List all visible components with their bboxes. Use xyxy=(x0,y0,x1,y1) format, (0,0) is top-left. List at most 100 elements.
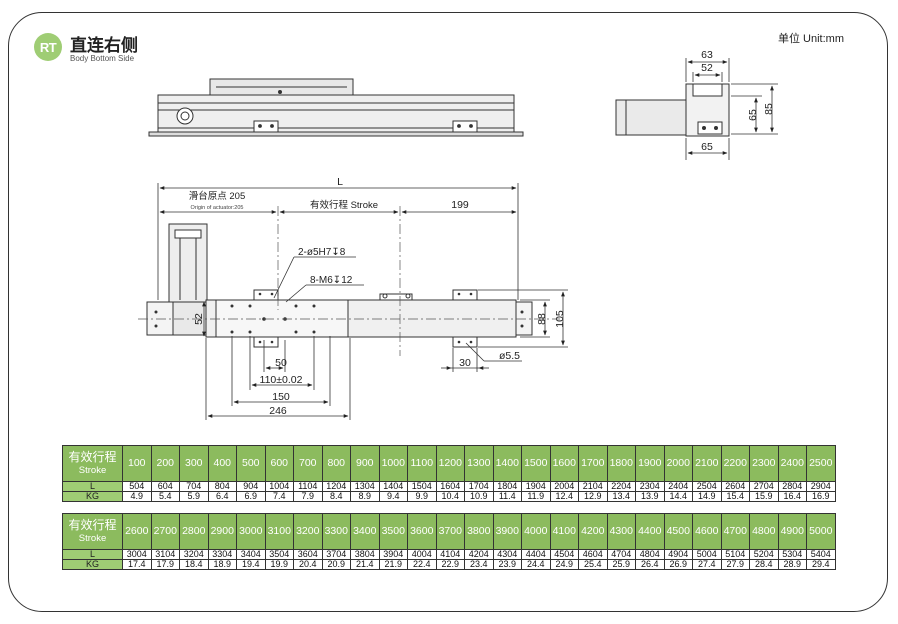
length-cell: 5004 xyxy=(692,549,722,560)
weight-cell: 16.4 xyxy=(777,491,807,502)
stroke-cell: 1900 xyxy=(635,445,665,482)
weight-cell: 26.4 xyxy=(635,559,665,570)
dim-105: 105 xyxy=(554,310,566,328)
length-cell: 3204 xyxy=(179,549,209,560)
stroke-cell: 3500 xyxy=(378,513,408,550)
stroke-cell: 300 xyxy=(179,445,209,482)
weight-cell: 18.9 xyxy=(207,559,237,570)
hole-spec-1: 2-ø5H7↧8 xyxy=(298,247,346,258)
weight-cell: 8.4 xyxy=(321,491,351,502)
weight-cell: 28.9 xyxy=(777,559,807,570)
stroke-cell: 400 xyxy=(207,445,237,482)
stroke-cell: 2200 xyxy=(720,445,750,482)
length-cell: 4704 xyxy=(606,549,636,560)
length-cell: 4804 xyxy=(635,549,665,560)
length-cell: 4204 xyxy=(464,549,494,560)
row-label-weight: KG xyxy=(62,491,123,502)
length-cell: 1804 xyxy=(492,481,522,492)
weight-cell: 15.4 xyxy=(720,491,750,502)
unit-note: 单位 Unit:mm xyxy=(778,33,844,45)
length-cell: 1904 xyxy=(521,481,551,492)
weight-cell: 8.9 xyxy=(350,491,380,502)
length-cell: 3104 xyxy=(150,549,180,560)
weight-cell: 26.9 xyxy=(663,559,693,570)
stroke-cell: 2400 xyxy=(777,445,807,482)
weight-cell: 22.4 xyxy=(407,559,437,570)
length-cell: 1604 xyxy=(435,481,465,492)
length-cell: 1504 xyxy=(407,481,437,492)
weight-cell: 27.9 xyxy=(720,559,750,570)
weight-cell: 29.4 xyxy=(806,559,836,570)
dim-52-top: 52 xyxy=(701,62,713,74)
length-cell: 4404 xyxy=(521,549,551,560)
length-cell: 704 xyxy=(179,481,209,492)
length-cell: 2704 xyxy=(749,481,779,492)
length-cell: 904 xyxy=(236,481,266,492)
length-cell: 2604 xyxy=(720,481,750,492)
stroke-cell: 4200 xyxy=(578,513,608,550)
length-cell: 4304 xyxy=(492,549,522,560)
stroke-cell: 900 xyxy=(350,445,380,482)
length-cell: 4904 xyxy=(663,549,693,560)
plan-view-dims xyxy=(157,183,568,420)
stroke-cell: 4900 xyxy=(777,513,807,550)
end-view xyxy=(615,83,730,137)
length-cell: 604 xyxy=(150,481,180,492)
stroke-label: 有效行程 Stroke xyxy=(310,199,378,211)
stroke-cell: 1000 xyxy=(378,445,408,482)
weight-cell: 10.4 xyxy=(435,491,465,502)
stroke-cell: 4100 xyxy=(549,513,579,550)
row-label-weight: KG xyxy=(62,559,123,570)
length-cell: 3304 xyxy=(207,549,237,560)
length-cell: 3804 xyxy=(350,549,380,560)
weight-cell: 19.4 xyxy=(236,559,266,570)
weight-cell: 17.9 xyxy=(150,559,180,570)
length-cell: 2204 xyxy=(606,481,636,492)
weight-cell: 21.9 xyxy=(378,559,408,570)
stroke-cell: 4700 xyxy=(720,513,750,550)
stroke-cell: 2700 xyxy=(150,513,180,550)
weight-cell: 24.9 xyxy=(549,559,579,570)
length-cell: 4004 xyxy=(407,549,437,560)
dim-150: 150 xyxy=(272,391,290,403)
stroke-cell: 4000 xyxy=(521,513,551,550)
dim-L: L xyxy=(337,176,343,188)
top-side-view xyxy=(148,78,524,137)
weight-cell: 20.4 xyxy=(293,559,323,570)
weight-cell: 5.9 xyxy=(179,491,209,502)
dim-110: 110±0.02 xyxy=(260,374,303,386)
stroke-cell: 5000 xyxy=(806,513,836,550)
brand-logo: RT xyxy=(34,33,62,61)
stroke-cell: 3200 xyxy=(293,513,323,550)
weight-cell: 19.9 xyxy=(264,559,294,570)
stroke-cell: 1500 xyxy=(521,445,551,482)
stroke-cell: 1400 xyxy=(492,445,522,482)
length-cell: 804 xyxy=(207,481,237,492)
length-cell: 1004 xyxy=(264,481,294,492)
row-label-length: L xyxy=(62,549,123,560)
length-cell: 3604 xyxy=(293,549,323,560)
stroke-cell: 1700 xyxy=(578,445,608,482)
length-cell: 3904 xyxy=(378,549,408,560)
stroke-cell: 500 xyxy=(236,445,266,482)
length-cell: 2904 xyxy=(806,481,836,492)
hole-spec-2: 8-M6↧12 xyxy=(310,275,353,286)
stroke-cell: 3300 xyxy=(321,513,351,550)
page-frame xyxy=(8,12,888,612)
weight-cell: 14.4 xyxy=(663,491,693,502)
length-cell: 5204 xyxy=(749,549,779,560)
stroke-cell: 2100 xyxy=(692,445,722,482)
stroke-cell: 700 xyxy=(293,445,323,482)
weight-cell: 10.9 xyxy=(464,491,494,502)
stroke-cell: 600 xyxy=(264,445,294,482)
weight-cell: 17.4 xyxy=(122,559,152,570)
length-cell: 2104 xyxy=(578,481,608,492)
length-cell: 1704 xyxy=(464,481,494,492)
dim-85: 85 xyxy=(763,103,775,115)
weight-cell: 23.4 xyxy=(464,559,494,570)
length-cell: 4604 xyxy=(578,549,608,560)
